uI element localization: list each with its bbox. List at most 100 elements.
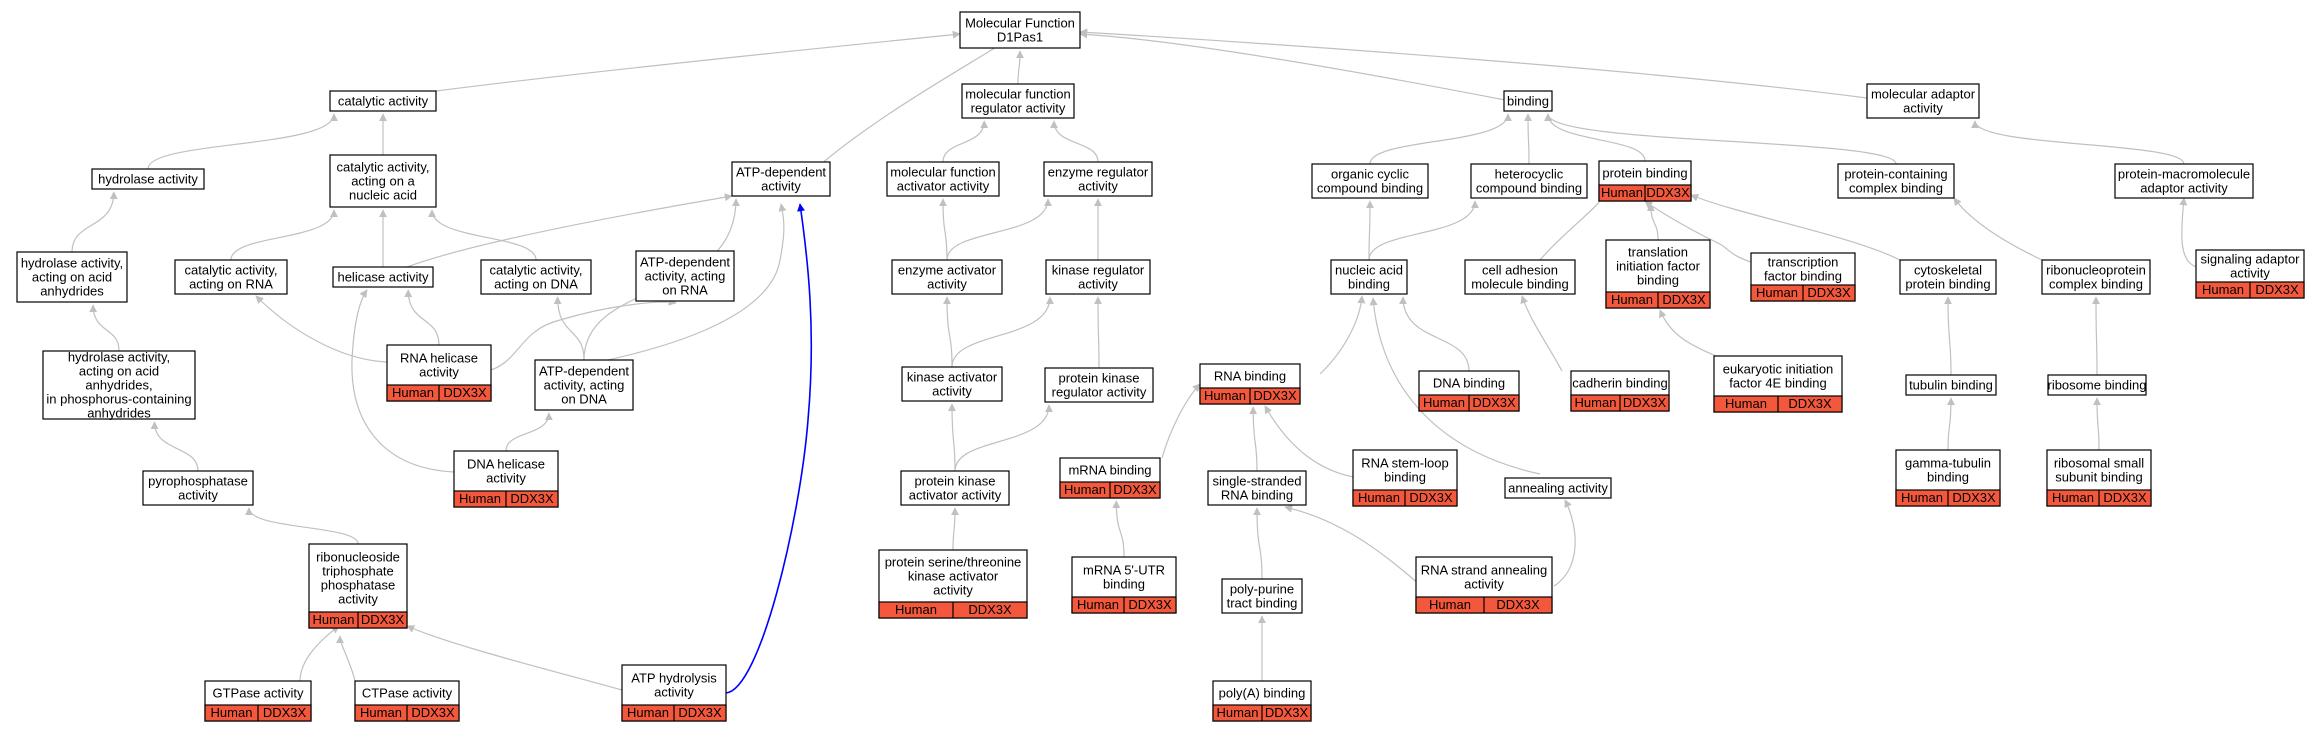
term-node-box [1044, 367, 1154, 403]
term-node-catalytic[interactable]: catalytic activity [329, 90, 437, 112]
edge [1944, 296, 1953, 376]
term-label-line: kinase activator [907, 370, 998, 385]
term-node-box [142, 470, 254, 506]
edge [1161, 383, 1201, 459]
term-node-rntp[interactable]: ribonucleosidetriphosphatephosphataseact… [308, 543, 408, 629]
term-node-cat_dna[interactable]: catalytic activity,acting on DNA [480, 259, 592, 295]
term-node-binding[interactable]: binding [1503, 90, 1553, 112]
term-label-line: D1Pas1 [997, 30, 1043, 45]
term-label-line: compound binding [1476, 181, 1582, 196]
species-label: Human [1601, 185, 1643, 200]
edge [245, 507, 359, 545]
term-node-box [2114, 163, 2254, 199]
term-node-ribosome[interactable]: ribosome binding [2047, 374, 2147, 396]
term-node-cat_rna[interactable]: catalytic activity,acting on RNA [174, 259, 288, 295]
edge [404, 289, 440, 346]
species-label: Human [1611, 292, 1653, 307]
term-label-line: single-stranded [1213, 474, 1302, 489]
term-node-box [1045, 259, 1151, 295]
term-label-line: activity [1464, 577, 1504, 592]
term-node-annealing[interactable]: annealing activity [1504, 477, 1612, 499]
term-label-line: anhydrides [87, 406, 151, 421]
term-label-line: activity [761, 179, 801, 194]
term-node-box [534, 359, 634, 411]
edge [351, 289, 455, 473]
gene-label: DDX3X [1623, 395, 1667, 410]
term-node-helicase[interactable]: helicase activity [332, 266, 434, 288]
edge [435, 30, 961, 92]
edge [2092, 296, 2101, 376]
edge [553, 296, 585, 361]
species-label: Human [1423, 395, 1465, 410]
gene-label: DDX3X [263, 705, 307, 720]
term-node-hyd_anhydrides[interactable]: hydrolase activity,acting on acidanhydri… [16, 251, 128, 303]
term-node-hyd_phosphorus[interactable]: hydrolase activity,acting on acidanhydri… [42, 350, 196, 421]
term-label-line: molecular adaptor [1871, 87, 1976, 102]
term-node-box [329, 154, 437, 208]
term-label-line: activity [1903, 101, 1943, 116]
term-label-line: acting on acid [32, 270, 112, 285]
term-node-box [480, 259, 592, 295]
term-node-tubulin[interactable]: tubulin binding [1905, 374, 1997, 396]
term-node-box [1221, 578, 1303, 614]
term-node-hydrolase[interactable]: hydrolase activity [91, 168, 205, 190]
term-label-line: kinase regulator [1052, 263, 1145, 278]
term-label-line: binding [1384, 470, 1426, 485]
edge [951, 296, 1054, 368]
species-label: Human [2202, 282, 2244, 297]
edge [1553, 499, 1576, 587]
